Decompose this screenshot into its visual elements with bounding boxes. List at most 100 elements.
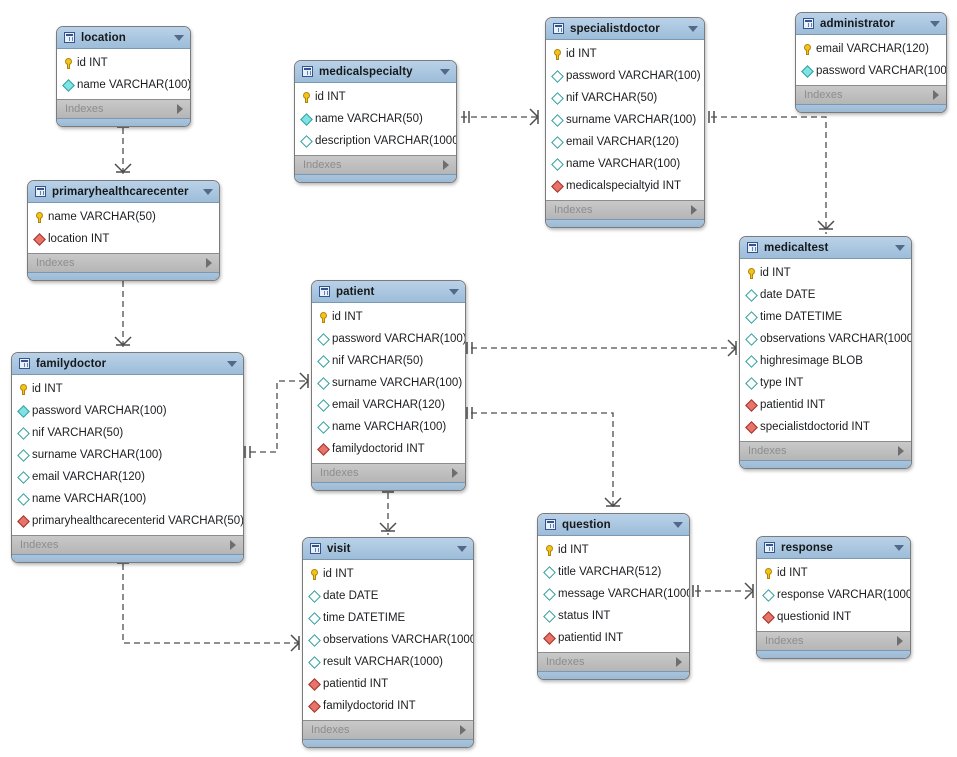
table-column-row[interactable]: primaryhealthcarecenterid VARCHAR(50) bbox=[12, 510, 243, 532]
chevron-down-icon[interactable] bbox=[895, 244, 905, 251]
indexes-section-medicalspecialty[interactable]: Indexes bbox=[295, 155, 456, 174]
chevron-right-icon[interactable] bbox=[691, 205, 697, 215]
indexes-section-patient[interactable]: Indexes bbox=[312, 463, 465, 482]
table-column-row[interactable]: id INT bbox=[740, 262, 911, 284]
table-column-row[interactable]: patientid INT bbox=[538, 627, 689, 649]
table-column-row[interactable]: location INT bbox=[28, 228, 219, 250]
table-header-question[interactable]: question bbox=[538, 514, 689, 536]
table-column-row[interactable]: patientid INT bbox=[303, 673, 473, 695]
indexes-section-primaryhealthcarecenter[interactable]: Indexes bbox=[28, 253, 219, 272]
table-column-row[interactable]: id INT bbox=[757, 562, 910, 584]
indexes-section-response[interactable]: Indexes bbox=[757, 631, 910, 650]
table-column-row[interactable]: id INT bbox=[303, 563, 473, 585]
table-header-medicalspecialty[interactable]: medicalspecialty bbox=[295, 61, 456, 83]
table-header-patient[interactable]: patient bbox=[312, 281, 465, 303]
chevron-right-icon[interactable] bbox=[933, 90, 939, 100]
table-column-row[interactable]: nif VARCHAR(50) bbox=[312, 350, 465, 372]
table-node-primaryhealthcarecenter[interactable]: primaryhealthcarecenter name VARCHAR(50)l… bbox=[27, 180, 220, 281]
chevron-down-icon[interactable] bbox=[449, 288, 459, 295]
table-column-row[interactable]: surname VARCHAR(100) bbox=[312, 372, 465, 394]
table-column-row[interactable]: name VARCHAR(100) bbox=[312, 416, 465, 438]
table-column-row[interactable]: date DATE bbox=[303, 585, 473, 607]
table-column-row[interactable]: observations VARCHAR(1000) bbox=[303, 629, 473, 651]
table-column-row[interactable]: description VARCHAR(1000) bbox=[295, 130, 456, 152]
chevron-right-icon[interactable] bbox=[206, 258, 212, 268]
table-column-row[interactable]: nif VARCHAR(50) bbox=[12, 422, 243, 444]
indexes-section-question[interactable]: Indexes bbox=[538, 652, 689, 671]
table-column-row[interactable]: id INT bbox=[57, 52, 190, 74]
table-column-row[interactable]: nif VARCHAR(50) bbox=[546, 87, 704, 109]
table-column-row[interactable]: response VARCHAR(1000) bbox=[757, 584, 910, 606]
table-column-row[interactable]: time DATETIME bbox=[740, 306, 911, 328]
table-column-row[interactable]: familydoctorid INT bbox=[303, 695, 473, 717]
chevron-down-icon[interactable] bbox=[673, 521, 683, 528]
table-column-row[interactable]: familydoctorid INT bbox=[312, 438, 465, 460]
table-column-row[interactable]: name VARCHAR(50) bbox=[295, 108, 456, 130]
indexes-section-location[interactable]: Indexes bbox=[57, 99, 190, 118]
table-column-row[interactable]: date DATE bbox=[740, 284, 911, 306]
table-column-row[interactable]: time DATETIME bbox=[303, 607, 473, 629]
table-column-row[interactable]: medicalspecialtyid INT bbox=[546, 175, 704, 197]
table-node-administrator[interactable]: administrator email VARCHAR(120)password … bbox=[795, 12, 947, 113]
table-column-row[interactable]: surname VARCHAR(100) bbox=[12, 444, 243, 466]
chevron-right-icon[interactable] bbox=[230, 540, 236, 550]
table-column-row[interactable]: email VARCHAR(120) bbox=[312, 394, 465, 416]
chevron-down-icon[interactable] bbox=[203, 188, 213, 195]
table-column-row[interactable]: surname VARCHAR(100) bbox=[546, 109, 704, 131]
table-header-visit[interactable]: visit bbox=[303, 538, 473, 560]
table-column-row[interactable]: email VARCHAR(120) bbox=[796, 38, 946, 60]
chevron-down-icon[interactable] bbox=[174, 34, 184, 41]
table-column-row[interactable]: email VARCHAR(120) bbox=[12, 466, 243, 488]
table-column-row[interactable]: id INT bbox=[538, 539, 689, 561]
table-column-row[interactable]: email VARCHAR(120) bbox=[546, 131, 704, 153]
table-header-familydoctor[interactable]: familydoctor bbox=[12, 353, 243, 375]
table-header-location[interactable]: location bbox=[57, 27, 190, 49]
table-column-row[interactable]: specialistdoctorid INT bbox=[740, 416, 911, 438]
chevron-down-icon[interactable] bbox=[457, 545, 467, 552]
table-column-row[interactable]: status INT bbox=[538, 605, 689, 627]
chevron-down-icon[interactable] bbox=[930, 20, 940, 27]
table-column-row[interactable]: result VARCHAR(1000) bbox=[303, 651, 473, 673]
indexes-section-specialistdoctor[interactable]: Indexes bbox=[546, 200, 704, 219]
table-column-row[interactable]: password VARCHAR(100) bbox=[312, 328, 465, 350]
table-column-row[interactable]: name VARCHAR(50) bbox=[28, 206, 219, 228]
chevron-right-icon[interactable] bbox=[897, 636, 903, 646]
table-header-medicaltest[interactable]: medicaltest bbox=[740, 237, 911, 259]
table-header-specialistdoctor[interactable]: specialistdoctor bbox=[546, 18, 704, 40]
table-column-row[interactable]: name VARCHAR(100) bbox=[546, 153, 704, 175]
table-column-row[interactable]: observations VARCHAR(1000) bbox=[740, 328, 911, 350]
table-column-row[interactable]: questionid INT bbox=[757, 606, 910, 628]
table-column-row[interactable]: type INT bbox=[740, 372, 911, 394]
chevron-down-icon[interactable] bbox=[894, 544, 904, 551]
chevron-right-icon[interactable] bbox=[443, 160, 449, 170]
table-column-row[interactable]: name VARCHAR(100) bbox=[12, 488, 243, 510]
table-column-row[interactable]: id INT bbox=[546, 43, 704, 65]
table-column-row[interactable]: password VARCHAR(100) bbox=[796, 60, 946, 82]
table-header-administrator[interactable]: administrator bbox=[796, 13, 946, 35]
indexes-section-administrator[interactable]: Indexes bbox=[796, 85, 946, 104]
chevron-down-icon[interactable] bbox=[440, 68, 450, 75]
table-column-row[interactable]: name VARCHAR(100) bbox=[57, 74, 190, 96]
chevron-down-icon[interactable] bbox=[227, 360, 237, 367]
table-header-primaryhealthcarecenter[interactable]: primaryhealthcarecenter bbox=[28, 181, 219, 203]
chevron-right-icon[interactable] bbox=[460, 725, 466, 735]
table-column-row[interactable]: title VARCHAR(512) bbox=[538, 561, 689, 583]
chevron-right-icon[interactable] bbox=[177, 104, 183, 114]
table-column-row[interactable]: id INT bbox=[12, 378, 243, 400]
chevron-right-icon[interactable] bbox=[452, 468, 458, 478]
table-column-row[interactable]: patientid INT bbox=[740, 394, 911, 416]
indexes-section-medicaltest[interactable]: Indexes bbox=[740, 441, 911, 460]
chevron-down-icon[interactable] bbox=[688, 25, 698, 32]
table-column-row[interactable]: highresimage BLOB bbox=[740, 350, 911, 372]
table-header-response[interactable]: response bbox=[757, 537, 910, 559]
chevron-right-icon[interactable] bbox=[676, 657, 682, 667]
